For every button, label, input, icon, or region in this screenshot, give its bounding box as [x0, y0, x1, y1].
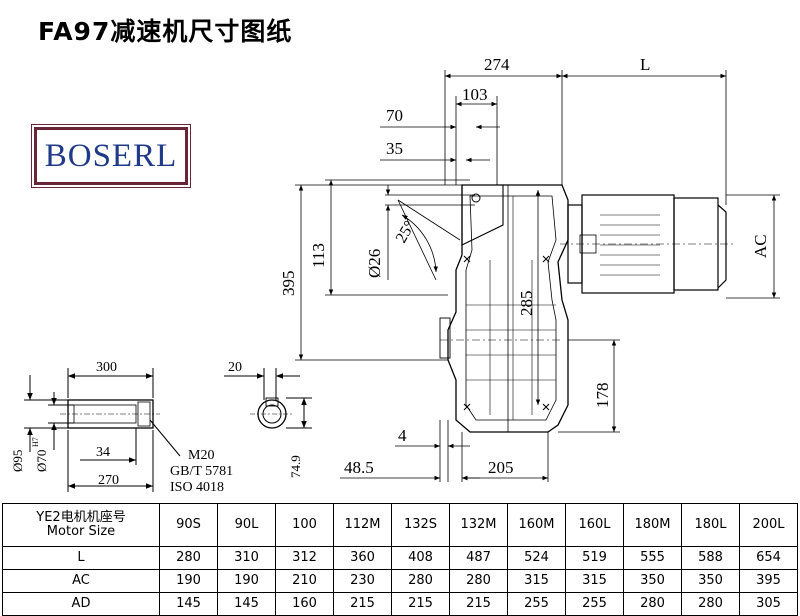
dim-395: 395: [279, 271, 298, 297]
value-cell: 215: [449, 592, 508, 616]
value-cell: 312: [275, 546, 334, 570]
dim-diameter-95: Ø95: [10, 450, 25, 472]
dim-74-9: 74.9: [288, 455, 303, 478]
value-cell: 145: [217, 592, 276, 616]
value-cell: 315: [565, 569, 624, 593]
value-cell: 408: [391, 546, 450, 570]
value-cell: 190: [217, 569, 276, 593]
value-cell: 310: [217, 546, 276, 570]
dim-20: 20: [228, 360, 242, 375]
value-cell: 524: [507, 546, 566, 570]
bolt-iso-standard: ISO 4018: [170, 480, 224, 495]
dim-34: 34: [96, 445, 110, 460]
brand-logo-text: BOSERL: [44, 137, 178, 174]
value-cell: 190: [159, 569, 218, 593]
value-cell: 255: [507, 592, 566, 616]
table-header-label: YE2电机机座号 Motor Size: [2, 503, 160, 547]
value-cell: 305: [739, 592, 798, 616]
header-label-cn: YE2电机机座号: [36, 510, 126, 525]
value-cell: 350: [623, 569, 682, 593]
value-cell: 588: [681, 546, 740, 570]
dim-70: 70: [386, 106, 403, 125]
motor-size-cell: 100: [275, 503, 334, 547]
dim-113: 113: [309, 243, 328, 268]
dim-diameter-26: Ø26: [365, 249, 384, 278]
dim-103: 103: [462, 85, 488, 104]
dim-48-5: 48.5: [344, 458, 374, 477]
value-cell: 255: [565, 592, 624, 616]
value-cell: 160: [275, 592, 334, 616]
key-section-detail: [224, 368, 312, 429]
dim-ac: AC: [751, 234, 770, 258]
value-cell: 215: [333, 592, 392, 616]
value-cell: 280: [449, 569, 508, 593]
row-label: AD: [2, 592, 160, 616]
motor-size-cell: 90L: [217, 503, 276, 547]
dimension-lines: [295, 70, 780, 482]
row-label: AC: [2, 569, 160, 593]
dim-35: 35: [386, 139, 403, 158]
gearbox-body: [439, 184, 569, 433]
dim-178: 178: [593, 383, 612, 409]
page-title: FA97减速机尺寸图纸: [38, 17, 293, 46]
value-cell: 487: [449, 546, 508, 570]
dim-l: L: [640, 55, 650, 74]
value-cell: 280: [681, 592, 740, 616]
dim-tolerance-h7: H7: [31, 437, 40, 447]
value-cell: 315: [507, 569, 566, 593]
dim-270: 270: [98, 473, 119, 488]
bolt-m20-label: M20: [188, 448, 214, 463]
value-cell: 280: [159, 546, 218, 570]
motor: [560, 194, 735, 294]
dim-diameter-70: Ø70: [34, 450, 49, 472]
value-cell: 210: [275, 569, 334, 593]
value-cell: 395: [739, 569, 798, 593]
value-cell: 280: [391, 569, 450, 593]
motor-size-cell: 112M: [333, 503, 392, 547]
motor-size-cell: 160L: [565, 503, 624, 547]
value-cell: 360: [333, 546, 392, 570]
dim-205: 205: [488, 458, 514, 477]
hollow-shaft-detail: [24, 368, 181, 492]
motor-size-cell: 180M: [623, 503, 682, 547]
value-cell: 280: [623, 592, 682, 616]
motor-size-cell: 132S: [391, 503, 450, 547]
value-cell: 350: [681, 569, 740, 593]
motor-size-cell: 160M: [507, 503, 566, 547]
motor-size-cell: 132M: [449, 503, 508, 547]
dim-angle-25: 25°: [393, 218, 419, 246]
motor-size-cell: 90S: [159, 503, 218, 547]
dim-285: 285: [517, 291, 536, 317]
bolt-gbt-standard: GB/T 5781: [170, 464, 233, 479]
value-cell: 555: [623, 546, 682, 570]
value-cell: 145: [159, 592, 218, 616]
value-cell: 215: [391, 592, 450, 616]
value-cell: 519: [565, 546, 624, 570]
dim-300: 300: [96, 360, 117, 375]
row-label: L: [2, 546, 160, 570]
brand-logo: BOSERL: [31, 124, 191, 188]
dim-4: 4: [398, 426, 407, 445]
motor-size-cell: 180L: [681, 503, 740, 547]
dim-274: 274: [484, 55, 510, 74]
header-label-en: Motor Size: [46, 524, 116, 539]
motor-size-cell: 200L: [739, 503, 798, 547]
value-cell: 654: [739, 546, 798, 570]
dimension-drawing: 274 L 103 70 35 395 113 Ø26 25° 285 AC 1…: [10, 55, 780, 495]
value-cell: 230: [333, 569, 392, 593]
